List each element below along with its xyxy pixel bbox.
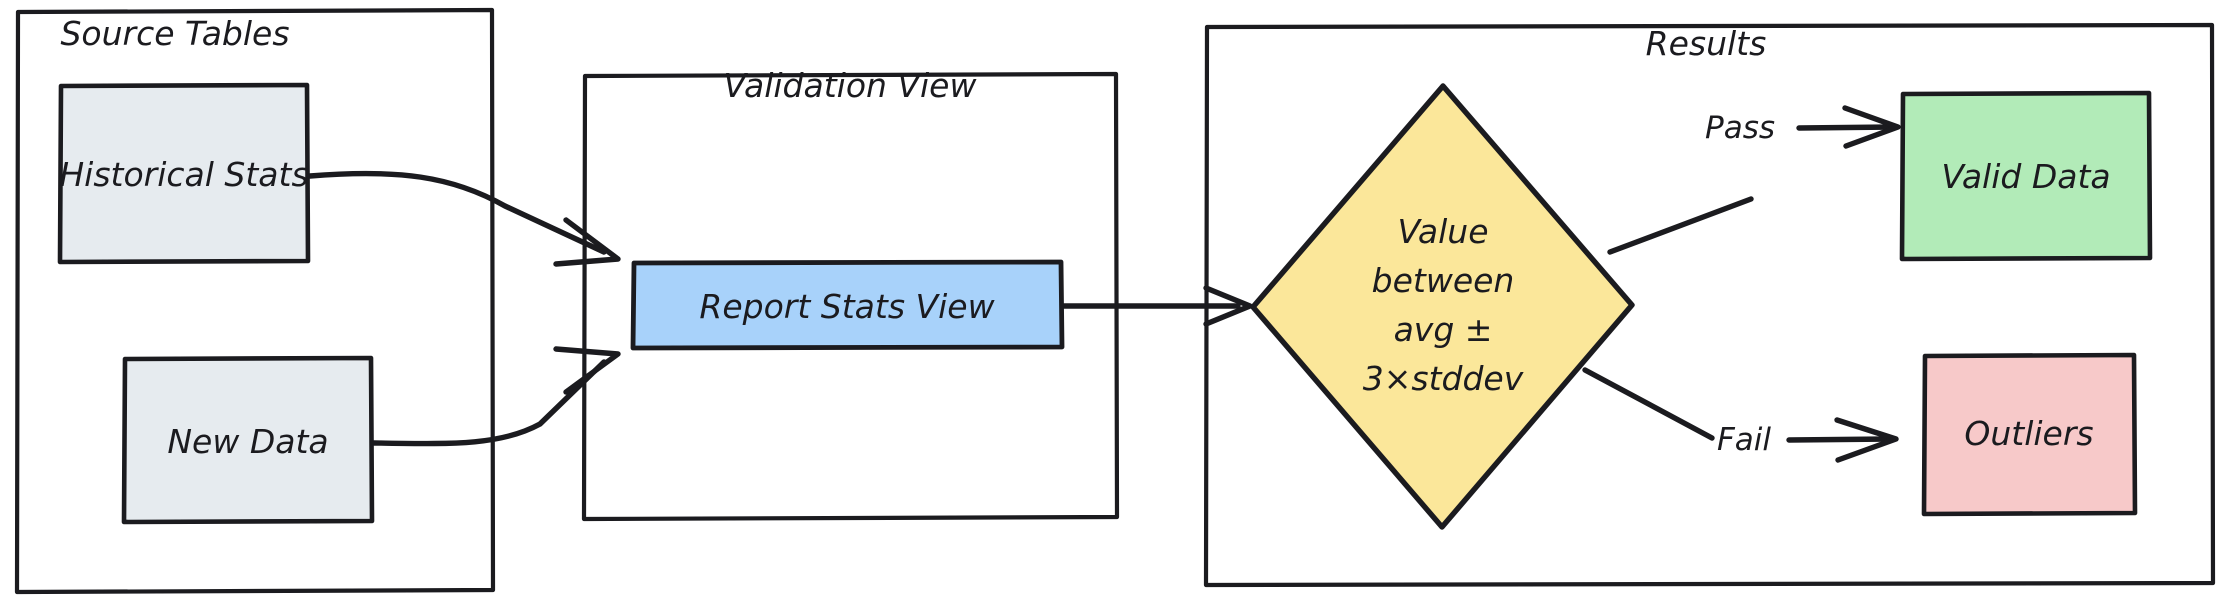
- node-valid-data[interactable]: Valid Data: [1899, 90, 2153, 262]
- group-source-tables-border: [14, 7, 496, 595]
- decision-line-2: between: [1372, 261, 1515, 300]
- node-outliers-label: Outliers: [1964, 414, 2093, 453]
- node-outliers-shape: [1921, 352, 2138, 517]
- edge-new-data-to-report-line: [371, 359, 607, 447]
- group-source-tables-title: Source Tables: [60, 14, 289, 53]
- node-historical-stats-label: Historical Stats: [59, 155, 308, 194]
- node-decision-range-check-shape: [1250, 83, 1635, 530]
- edge-decision-pass-arrowhead: [1842, 105, 1901, 149]
- group-results: Results: [1203, 22, 2216, 588]
- edge-new-data-to-report-arrowhead: [553, 346, 621, 395]
- edge-decision-fail-label: Fail: [1717, 422, 1771, 458]
- node-valid-data-shape: [1899, 90, 2153, 262]
- edge-decision-pass-shaft: [1796, 124, 1898, 131]
- node-valid-data-label: Valid Data: [1941, 157, 2110, 196]
- node-historical-stats[interactable]: Historical Stats: [57, 82, 311, 265]
- node-report-stats-view-shape: [630, 259, 1065, 351]
- node-new-data-shape: [121, 355, 375, 525]
- edge-decision-fail-arrowhead: [1834, 417, 1899, 463]
- decision-line-1: Value: [1397, 212, 1488, 251]
- edge-decision-pass: Pass: [1607, 105, 1901, 255]
- node-new-data-label: New Data: [167, 422, 328, 461]
- node-report-stats-view-label: Report Stats View: [699, 287, 995, 326]
- node-historical-stats-shape: [57, 82, 311, 265]
- node-outliers[interactable]: Outliers: [1921, 352, 2138, 517]
- edge-decision-pass-line: [1607, 196, 1754, 255]
- group-validation-view-border: [581, 71, 1120, 522]
- edge-new-data-to-report: [371, 346, 621, 447]
- group-results-title: Results: [1646, 24, 1767, 63]
- edge-decision-pass-label: Pass: [1705, 110, 1775, 146]
- decision-line-3: avg ±: [1394, 310, 1493, 349]
- edge-historical-to-report-line: [307, 170, 607, 255]
- group-results-border: [1203, 22, 2216, 588]
- node-new-data[interactable]: New Data: [121, 355, 375, 525]
- group-source-tables: Source Tables: [14, 7, 496, 595]
- edge-report-to-decision: [1059, 285, 1253, 327]
- node-report-stats-view[interactable]: Report Stats View: [630, 259, 1065, 351]
- edge-historical-to-report-arrowhead: [553, 217, 621, 267]
- edge-historical-to-report: [307, 170, 621, 267]
- edge-decision-fail-line: [1582, 367, 1715, 441]
- edge-decision-fail-shaft: [1786, 436, 1894, 443]
- node-decision-range-check[interactable]: Value between avg ± 3×stddev: [1250, 83, 1635, 530]
- group-validation-view: Validation View: [581, 66, 1120, 522]
- decision-line-4: 3×stddev: [1363, 359, 1524, 398]
- group-validation-view-title: Validation View: [724, 66, 978, 105]
- edge-report-to-decision-arrowhead: [1203, 285, 1253, 327]
- edge-decision-fail: Fail: [1582, 367, 1899, 463]
